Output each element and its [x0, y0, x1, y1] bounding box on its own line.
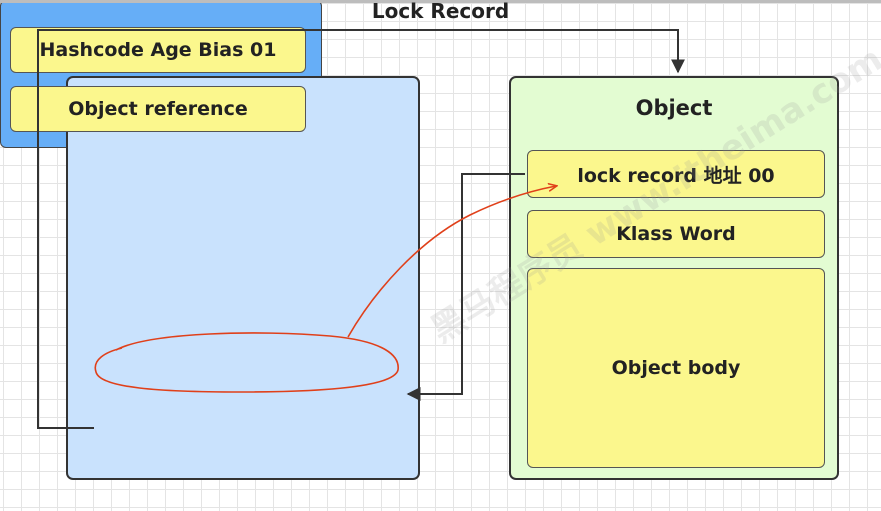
klass-word-field: Klass Word: [527, 210, 825, 258]
object-body-field: Object body: [527, 268, 825, 468]
highlight-ellipse: [94, 332, 399, 393]
lock-record-box: Lock Record Hashcode Age Bias 01 Object …: [0, 0, 509, 148]
lock-record-pointer-arrow: [406, 173, 525, 401]
top-border: [0, 0, 881, 3]
lock-record-title: Lock Record: [371, 0, 510, 23]
lock-record-address-field: lock record 地址 00: [527, 150, 825, 198]
object-box: Object lock record 地址 00 Klass Word Obje…: [509, 76, 839, 480]
object-reference-field: Object reference: [10, 86, 306, 132]
object-reference-arrow: [37, 29, 685, 429]
hashcode-age-bias-field: Hashcode Age Bias 01: [10, 27, 306, 73]
object-title: Object: [635, 96, 713, 120]
swap-annotation-arrow: [347, 186, 556, 338]
